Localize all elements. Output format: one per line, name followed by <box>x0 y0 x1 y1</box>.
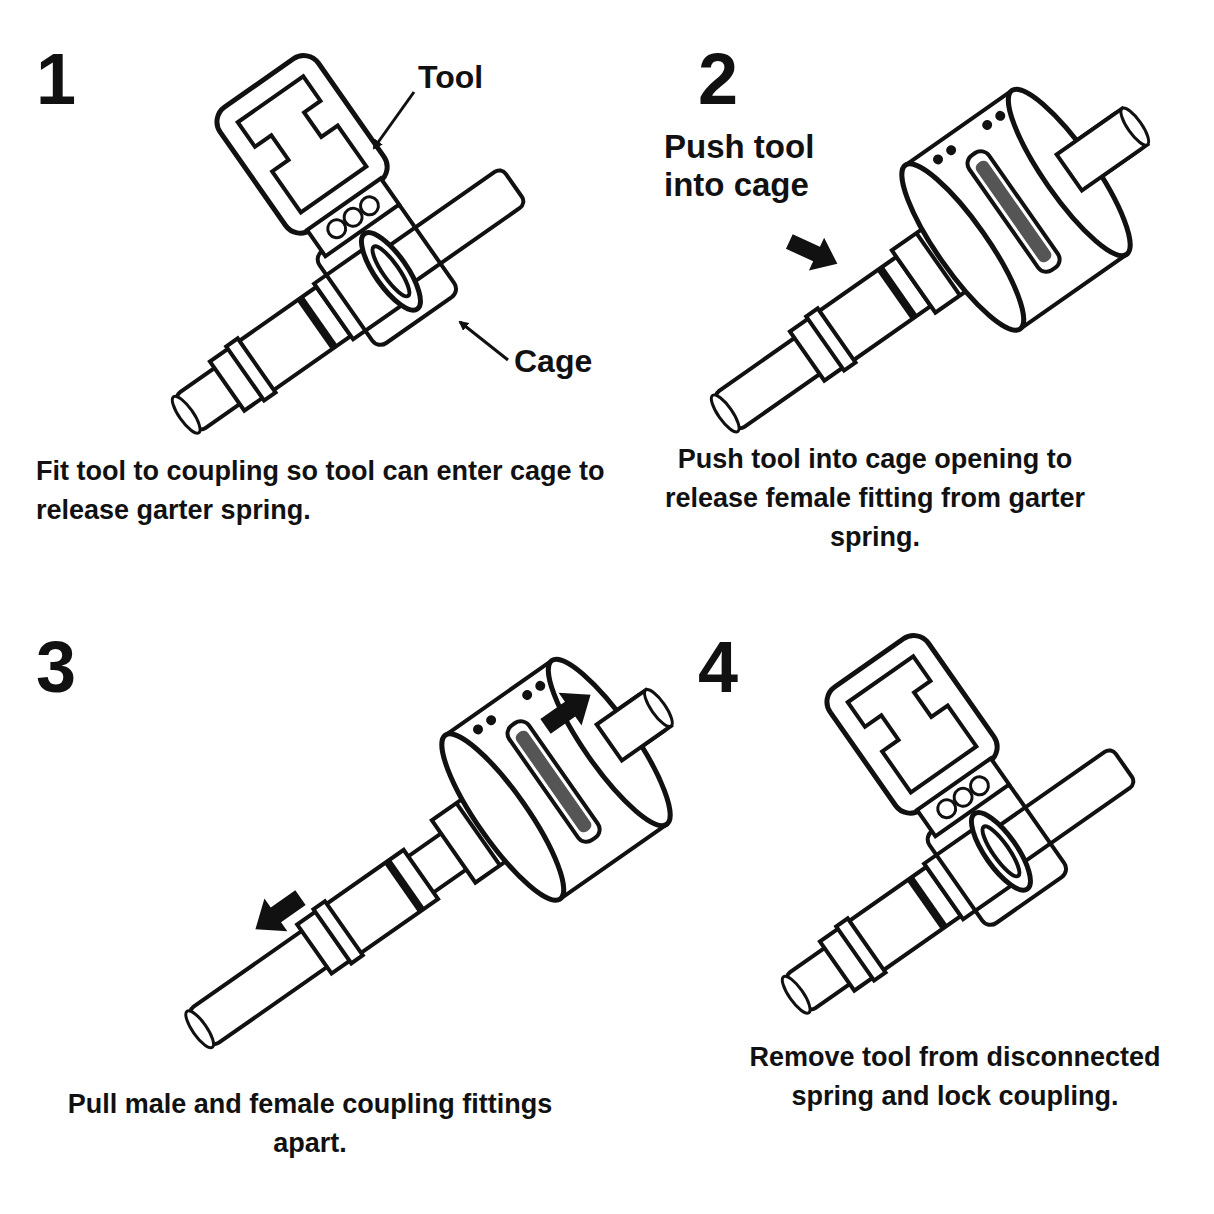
panel-4-coupling <box>778 973 815 1017</box>
step-number: 2 <box>698 40 738 119</box>
panel-1-coupling <box>168 393 205 437</box>
panel-2-coupling <box>662 41 1198 500</box>
panel-4-coupling <box>820 629 1022 845</box>
panel-3-coupling <box>640 686 677 730</box>
panel-2-coupling <box>707 391 744 435</box>
push-arrow <box>782 225 845 280</box>
pull-arrow <box>534 678 602 742</box>
instruction-caption: Push tool into cage opening to release f… <box>650 440 1100 557</box>
pull-arrow <box>244 881 312 945</box>
instruction-caption: Fit tool to coupling so tool can enter c… <box>36 452 606 530</box>
part-label: Tool <box>418 54 483 100</box>
step-number: 3 <box>36 628 76 707</box>
part-label: Cage <box>514 338 592 384</box>
panel-3-coupling <box>181 1007 218 1051</box>
pull-arrow <box>244 881 312 945</box>
leader-line <box>460 322 508 360</box>
panel-3-coupling <box>396 646 687 933</box>
instruction-caption: Pull male and female coupling fittings a… <box>30 1085 590 1163</box>
pull-arrow <box>534 678 602 742</box>
callout-text: Push tool into cage <box>664 128 864 204</box>
panel-3-coupling <box>137 622 722 1115</box>
step-number: 4 <box>698 628 738 707</box>
leader-line <box>374 92 414 148</box>
push-arrow <box>782 225 845 280</box>
step-number: 1 <box>36 40 76 119</box>
panel-1-coupling <box>49 0 546 465</box>
panel-4-coupling <box>659 577 1156 1045</box>
panel-2-coupling <box>856 76 1147 363</box>
panel-2-coupling <box>1116 105 1153 149</box>
panel-1-coupling <box>210 49 412 265</box>
instruction-caption: Remove tool from disconnected spring and… <box>745 1038 1165 1116</box>
panel-3-coupling <box>295 847 439 976</box>
panel-3-coupling <box>295 847 439 976</box>
